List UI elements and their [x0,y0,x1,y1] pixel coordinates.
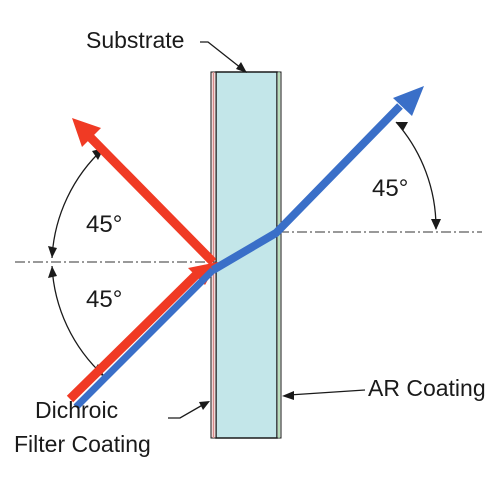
arrowhead-icon [236,62,247,73]
angle-label-lower-left: 45° [86,286,122,313]
substrate-leader [200,41,247,73]
arrowhead-icon [199,401,210,410]
reflected-arrowhead-icon [72,118,101,147]
arrowhead-icon [48,266,57,278]
incident-red-beam [66,271,200,403]
reflected-red-beam [86,133,217,266]
substrate-glass [215,71,278,439]
arrowhead-icon [48,246,57,258]
angle-arc-right [395,121,437,230]
arrowhead-icon [396,122,408,131]
angle-label-upper-left: 45° [86,211,122,238]
incident-blue-beam [73,267,216,410]
transmitted-arrowhead-icon [393,86,424,116]
ar-coating-label: AR Coating [368,375,486,401]
angle-arc-lower-left [51,265,105,377]
leaders [168,41,366,419]
substrate-plate [210,71,282,439]
ar-coating-leader [288,389,366,396]
angle-arc-upper-left [51,147,105,259]
dichroic-label-line2: Filter Coating [14,431,151,457]
substrate-label: Substrate [86,27,184,53]
arrowhead-icon [431,219,441,230]
arrowhead-icon [282,391,294,400]
dichroic-leader [168,402,207,419]
beams [66,86,424,410]
angle-label-right: 45° [372,175,408,202]
refracted-blue-beam [210,103,403,274]
dichroic-label-line1: Dichroic [35,397,118,423]
angle-arcs [48,121,441,377]
